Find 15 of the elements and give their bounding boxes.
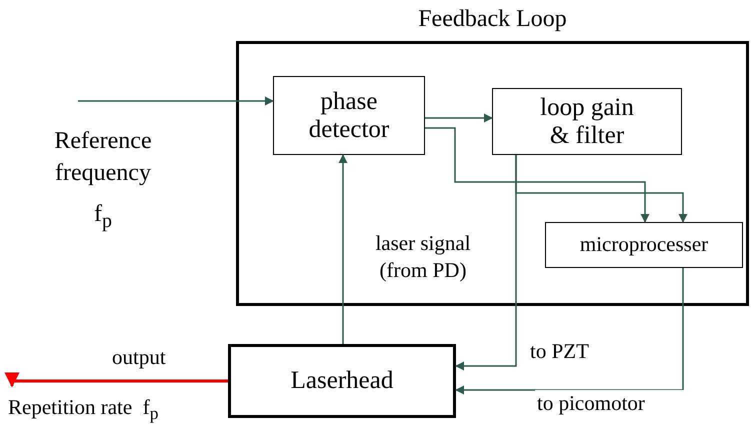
reference-text: Reference frequency: [53, 127, 153, 188]
process-box: microprocesser: [545, 222, 743, 268]
connector-arrow: [78, 96, 274, 106]
connector-arrow: [338, 154, 348, 344]
process-box: Laserhead: [228, 344, 456, 418]
connector-arrow: [425, 127, 650, 223]
reference-text: f$_{p}$: [94, 200, 112, 234]
frame-title: Feedback Loop: [417, 6, 568, 32]
process-box: phase detector: [273, 76, 425, 155]
output-note: Repetition rate f$_{p}$: [8, 394, 160, 425]
connector-arrow: [4, 372, 228, 388]
connector-arrow: [455, 155, 517, 370]
process-box: loop gain & filter: [492, 88, 682, 155]
connector-arrow: [425, 114, 493, 122]
connector-arrow: [455, 268, 684, 394]
